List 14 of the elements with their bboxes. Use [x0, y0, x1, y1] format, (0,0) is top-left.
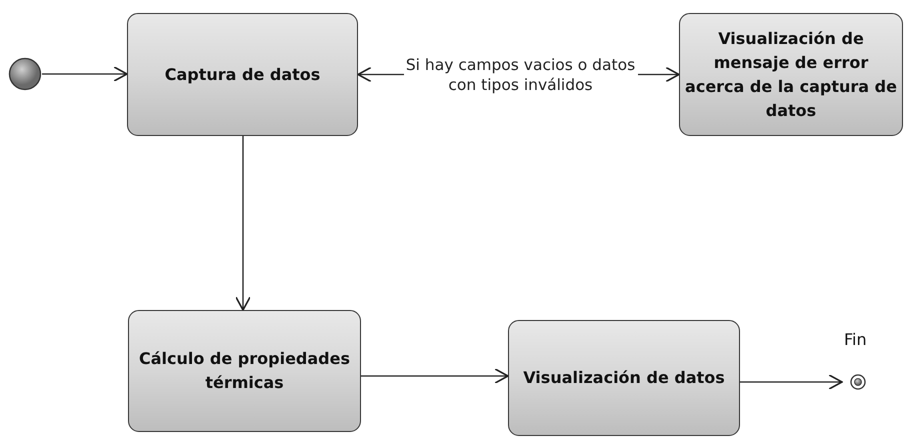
activity-name: Visualización de mensaje de error acerca de la captura de datos [684, 28, 898, 122]
activity-name: Visualización de datos [522, 367, 726, 389]
activity-box [508, 320, 740, 436]
activity-box [127, 13, 358, 136]
activity-name: Captura de datos [164, 64, 322, 86]
arrow [235, 136, 251, 311]
activity-box [679, 13, 903, 136]
arrow [42, 66, 128, 82]
arrow [740, 374, 843, 390]
initial-node [8, 57, 42, 91]
activity-box [128, 310, 361, 432]
arrow [361, 368, 509, 384]
node-caption: Fin [844, 330, 867, 349]
activity-name: Cálculo de propiedades térmicas [138, 348, 352, 394]
